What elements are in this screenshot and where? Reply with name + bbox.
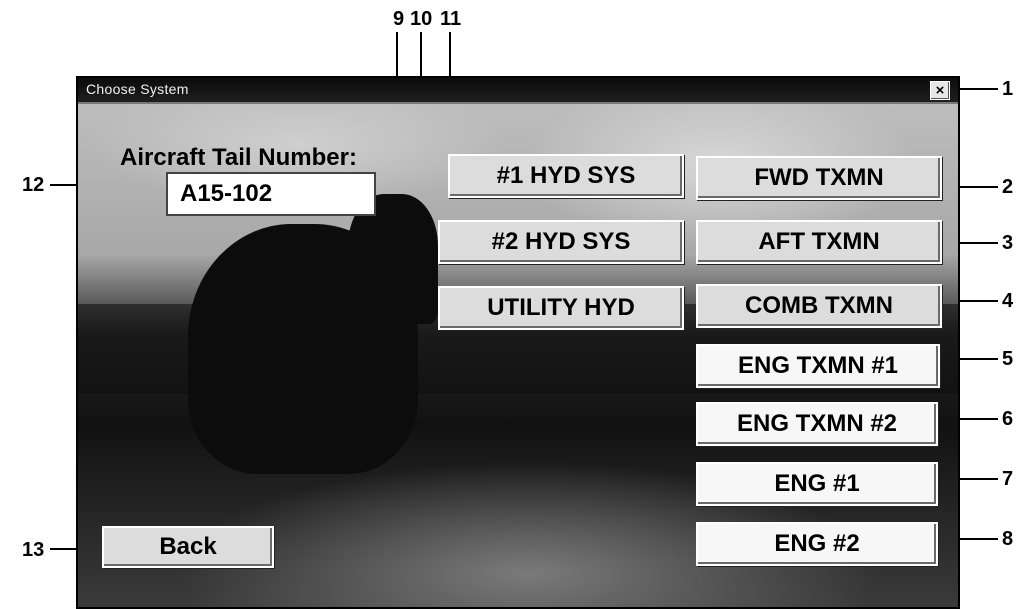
eng-txmn-2-button[interactable]: ENG TXMN #2 <box>696 402 938 446</box>
tail-number-label: Aircraft Tail Number: <box>120 144 357 171</box>
close-button[interactable]: × <box>930 81 950 100</box>
leader-line-1 <box>958 88 998 90</box>
callout-10: 10 <box>410 8 433 30</box>
leader-line-4 <box>945 300 998 302</box>
callout-12: 12 <box>22 174 45 196</box>
comb-txmn-button[interactable]: COMB TXMN <box>696 284 942 328</box>
background-photo: Aircraft Tail Number: A15-102 #1 HYD SYS… <box>78 104 958 607</box>
leader-line-13 <box>50 548 100 550</box>
window-title: Choose System <box>86 81 189 97</box>
aft-txmn-button[interactable]: AFT TXMN <box>696 220 942 264</box>
leader-line-5 <box>940 358 998 360</box>
callout-8: 8 <box>1002 528 1014 550</box>
leader-line-7 <box>940 478 998 480</box>
back-button[interactable]: Back <box>102 526 274 568</box>
callout-3: 3 <box>1002 232 1014 254</box>
callout-1: 1 <box>1002 78 1014 100</box>
callout-9: 9 <box>393 8 405 30</box>
close-icon: × <box>935 82 945 99</box>
choose-system-dialog: Choose System × Aircraft Tail Number: A1… <box>76 76 960 609</box>
leader-line-3 <box>945 242 998 244</box>
title-bar[interactable]: Choose System × <box>78 78 958 104</box>
tail-number-field[interactable]: A15-102 <box>166 172 376 216</box>
leader-line-8 <box>940 538 998 540</box>
eng-2-button[interactable]: ENG #2 <box>696 522 938 566</box>
callout-7: 7 <box>1002 468 1014 490</box>
callout-4: 4 <box>1002 290 1014 312</box>
leader-line-6 <box>940 418 998 420</box>
eng-1-button[interactable]: ENG #1 <box>696 462 938 506</box>
hyd-sys-1-button[interactable]: #1 HYD SYS <box>448 154 684 198</box>
utility-hyd-button[interactable]: UTILITY HYD <box>438 286 684 330</box>
fwd-txmn-button[interactable]: FWD TXMN <box>696 156 942 200</box>
callout-13: 13 <box>22 539 45 561</box>
callout-5: 5 <box>1002 348 1014 370</box>
eng-txmn-1-button[interactable]: ENG TXMN #1 <box>696 344 940 388</box>
callout-2: 2 <box>1002 176 1014 198</box>
callout-11: 11 <box>440 8 462 30</box>
hyd-sys-2-button[interactable]: #2 HYD SYS <box>438 220 684 264</box>
callout-6: 6 <box>1002 408 1014 430</box>
leader-line-2 <box>945 186 998 188</box>
